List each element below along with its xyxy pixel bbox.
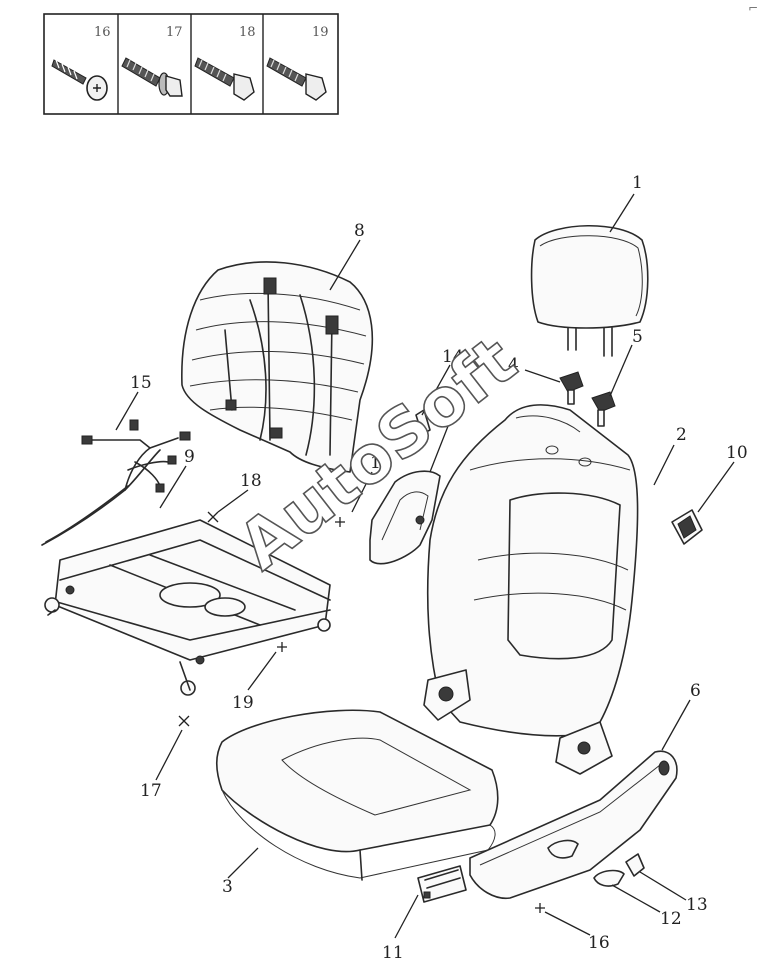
callout-7: 7: [452, 397, 463, 417]
seat-back-part: [423, 404, 639, 775]
hex-bolt-icon: [194, 57, 255, 101]
clip-part-14: [415, 409, 431, 437]
callout-1: 1: [632, 173, 643, 193]
callout-16-shield: 16: [588, 933, 610, 953]
callout-17: 17: [140, 781, 162, 801]
hex-bolt-icon: [266, 57, 327, 101]
fastener-number-18: 18: [239, 25, 256, 40]
callout-10: 10: [726, 443, 748, 463]
callout-6: 6: [690, 681, 701, 701]
side-trim-part-7: [369, 470, 441, 565]
callout-19: 19: [232, 693, 254, 713]
corner-mark: ⌐: [748, 1, 758, 15]
fastener-number-17: 17: [166, 25, 183, 40]
side-shield-part: [469, 750, 678, 900]
backrest-frame-part: [181, 261, 374, 473]
callout-9: 9: [184, 447, 195, 467]
headrest-part: [530, 224, 649, 357]
flange-bolt-icon: [121, 57, 183, 97]
escutcheon-part-10: [671, 509, 703, 545]
knob-part-13: [625, 853, 645, 877]
callout-8: 8: [354, 221, 365, 241]
callout-14: 14: [442, 347, 464, 367]
fastener-marks: [178, 511, 545, 913]
leader-lines: [115, 193, 735, 939]
headrest-guide-part-4: [559, 371, 584, 405]
wire-harness-part: [41, 419, 191, 546]
callouts: 1 2 3 4 5 6 7 8 9 10 11 12 13 14 15 16 1…: [130, 173, 748, 963]
callout-15: 15: [130, 373, 152, 393]
headrest-guide-part-5: [591, 391, 616, 427]
callout-11: 11: [382, 943, 404, 963]
callout-5: 5: [632, 327, 643, 347]
callout-16-trim: 16: [370, 453, 392, 473]
callout-2: 2: [676, 425, 687, 445]
callout-3: 3: [222, 877, 233, 897]
callout-13: 13: [686, 895, 708, 915]
callout-12: 12: [660, 909, 682, 929]
knob-part-12: [593, 869, 625, 887]
callout-4: 4: [508, 355, 519, 375]
switch-part: [417, 865, 467, 903]
fastener-number-19: 19: [312, 25, 329, 40]
fastener-number-16: 16: [94, 25, 111, 40]
seat-track-frame-part: [44, 519, 331, 696]
seat-cushion-part: [215, 709, 499, 881]
pan-head-screw-icon: [51, 59, 108, 101]
fastener-panel: 16 17 18 19: [43, 13, 339, 115]
callout-18: 18: [240, 471, 262, 491]
